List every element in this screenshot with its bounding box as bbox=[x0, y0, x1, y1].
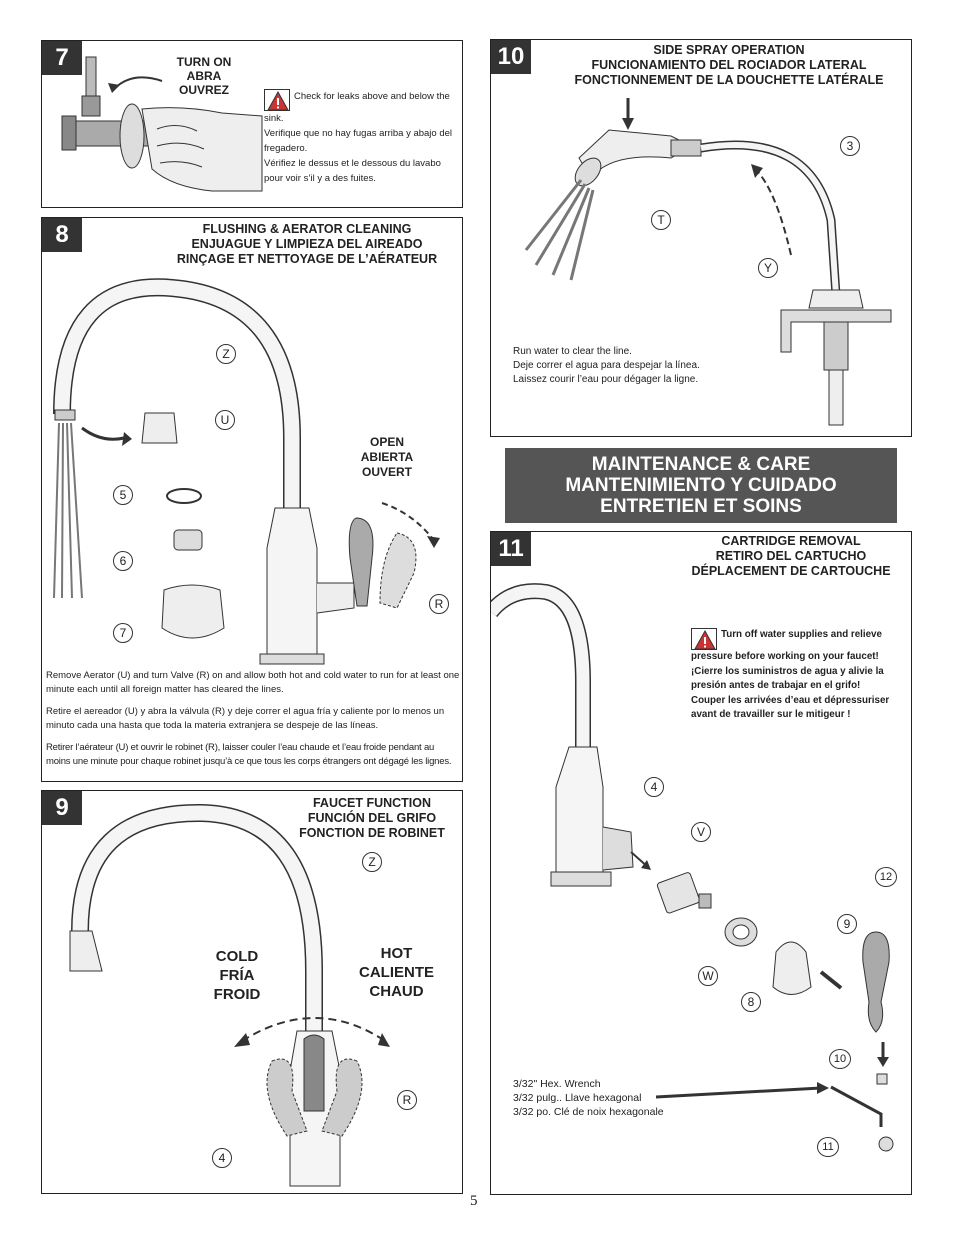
callout-u: U bbox=[215, 410, 235, 430]
callout-w: W bbox=[698, 966, 718, 986]
callout-11: 11 bbox=[817, 1137, 839, 1157]
callout-12: 12 bbox=[875, 867, 897, 887]
callout-10: 10 bbox=[829, 1049, 851, 1069]
callout-t: T bbox=[651, 210, 671, 230]
faucet-function-illustration bbox=[69, 803, 390, 1187]
valve-hand-illustration bbox=[61, 56, 263, 192]
callout-v: V bbox=[691, 822, 711, 842]
step-number: 10 bbox=[491, 40, 531, 74]
callout-6: 6 bbox=[113, 551, 133, 571]
callout-z: Z bbox=[362, 852, 382, 872]
warning-text: Turn off water supplies and relieve pres… bbox=[691, 628, 890, 720]
faucet-flushing-illustration bbox=[53, 278, 440, 665]
callout-5: 5 bbox=[113, 485, 133, 505]
callout-4: 4 bbox=[644, 777, 664, 797]
step-number: 8 bbox=[42, 218, 82, 252]
callout-9: 9 bbox=[837, 914, 857, 934]
callout-8: 8 bbox=[741, 992, 761, 1012]
callout-3: 3 bbox=[840, 136, 860, 156]
callout-r: R bbox=[397, 1090, 417, 1110]
side-spray-illustration bbox=[524, 98, 892, 426]
warning-icon bbox=[264, 89, 290, 111]
callout-4: 4 bbox=[212, 1148, 232, 1168]
page-number: 5 bbox=[470, 1193, 478, 1209]
callout-y: Y bbox=[758, 258, 778, 278]
step-number: 11 bbox=[491, 532, 531, 566]
callout-r: R bbox=[429, 594, 449, 614]
callout-z: Z bbox=[216, 344, 236, 364]
leak-check-text: Check for leaks above and below the sink… bbox=[264, 89, 453, 184]
callout-7: 7 bbox=[113, 623, 133, 643]
cartridge-removal-illustration bbox=[491, 583, 894, 1152]
step-number: 7 bbox=[42, 41, 82, 75]
spray-instructions: Run water to clear the line.Deje correr … bbox=[513, 346, 700, 385]
step-number: 9 bbox=[42, 791, 82, 825]
hex-wrench-label: 3/32" Hex. Wrench 3/32 pulg.. Llave hexa… bbox=[513, 1078, 664, 1118]
flushing-instructions: Remove Aerator (U) and turn Valve (R) on… bbox=[46, 670, 460, 767]
warning-icon bbox=[691, 628, 717, 650]
